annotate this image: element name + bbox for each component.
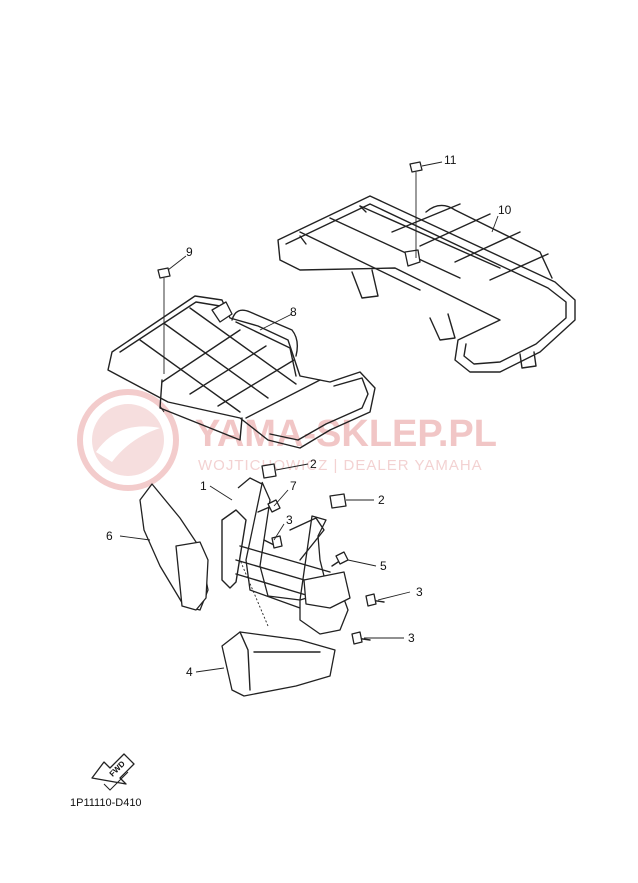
left-guard [139, 483, 209, 611]
fwd-arrow-icon: FWD [91, 753, 135, 791]
callout-11: 11 [444, 153, 457, 167]
watermark: YAMA-SKLEP.PL WOJTICHOWICZ | DEALER YAMA… [77, 389, 497, 491]
callout-6: 6 [106, 529, 113, 543]
watermark-subtitle: WOJTICHOWICZ | DEALER YAMAHA [198, 457, 483, 474]
diagram-code: 1P11110-D410 [70, 797, 142, 809]
fasteners [157, 161, 423, 645]
callout-5: 5 [380, 559, 387, 573]
front-rack [107, 295, 376, 449]
callouts: 1 2 2 3 3 3 4 5 6 7 8 9 10 11 [106, 153, 512, 679]
leader-lines [119, 161, 499, 673]
callout-2: 2 [378, 493, 385, 507]
rear-rack [277, 195, 576, 373]
callout-3: 3 [408, 631, 415, 645]
watermark-title: YAMA-SKLEP.PL [195, 413, 497, 455]
callout-3: 3 [416, 585, 423, 599]
callout-8: 8 [290, 305, 297, 319]
callout-9: 9 [186, 245, 193, 259]
callout-3: 3 [286, 513, 293, 527]
right-guard [221, 631, 336, 697]
callout-4: 4 [186, 665, 193, 679]
callout-10: 10 [498, 203, 512, 217]
callout-2: 2 [310, 457, 317, 471]
callout-7: 7 [290, 479, 297, 493]
callout-1: 1 [200, 479, 207, 493]
watermark-logo-icon [77, 389, 179, 491]
